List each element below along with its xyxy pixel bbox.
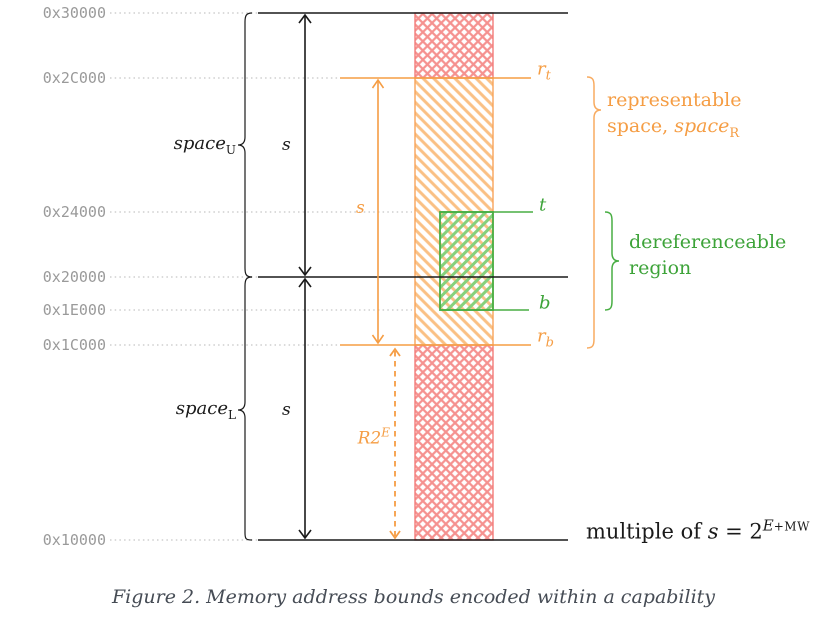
representable-bound-lines: [340, 77, 531, 346]
address-label-0x1E000: 0x1E000: [42, 301, 106, 319]
address-label-0x20000: 0x20000: [42, 268, 106, 286]
bottom-bound-label: b: [539, 292, 551, 314]
dereferenceable-region-box: [439, 211, 494, 311]
top-bound-label: t: [539, 194, 547, 216]
dereferenceable-legend-line1: dereferenceable: [629, 231, 787, 253]
address-label-0x10000: 0x10000: [42, 531, 106, 549]
space-upper-label: spaceU: [150, 133, 236, 157]
space-lower-base: space: [175, 398, 229, 420]
s-upper-label: s: [282, 135, 291, 155]
memory-bounds-diagram: [110, 12, 620, 541]
space-upper-brace: [237, 12, 253, 278]
space-lower-label: spaceL: [150, 398, 236, 422]
r-top-label: rt: [537, 59, 551, 84]
space-upper-sub: U: [225, 142, 236, 157]
unrepresentable-region-upper: [414, 12, 494, 79]
address-lines: [258, 12, 568, 541]
r-top-base: r: [537, 58, 546, 80]
multiple-of-label: multiple of s = 2E+MW: [586, 517, 810, 544]
space-upper-base: space: [173, 133, 226, 155]
representable-space-legend: representable space, spaceR: [607, 87, 742, 147]
space-braces: [237, 12, 253, 541]
r2e-offset-arrow: [389, 347, 401, 540]
dereferenceable-legend-line2: region: [629, 257, 692, 279]
multiple-var-s: s: [707, 519, 719, 544]
address-label-0x1C000: 0x1C000: [42, 336, 106, 354]
multiple-exponent: E+MW: [763, 517, 810, 535]
multiple-eq: = 2: [725, 519, 763, 544]
unrepresentable-region-lower: [414, 344, 494, 541]
r2e-offset-label: R2E: [322, 426, 390, 449]
dereferenceable-region-brace: [604, 211, 620, 311]
dereferenceable-bound-lines: [440, 211, 533, 311]
r-bottom-sub: b: [545, 335, 554, 351]
representable-legend-sub: R: [729, 125, 740, 141]
space-lower-sub: L: [228, 407, 236, 422]
r-bottom-label: rb: [537, 326, 554, 351]
representable-legend-prefix: space,: [607, 115, 669, 137]
address-label-0x30000: 0x30000: [42, 4, 106, 22]
address-label-0x2C000: 0x2C000: [42, 69, 106, 87]
representable-legend-line2: space, spaceR: [607, 113, 742, 147]
r-bottom-base: r: [537, 325, 546, 347]
r2e-exponent: E: [381, 425, 390, 440]
exponent-mw: +MW: [773, 519, 810, 534]
s-lower-label: s: [282, 400, 291, 420]
dotted-leader-lines: [110, 12, 412, 541]
representable-legend-line1: representable: [607, 89, 742, 111]
r-top-sub: t: [545, 68, 551, 84]
address-label-0x24000: 0x24000: [42, 203, 106, 221]
representable-legend-var: space: [674, 115, 730, 137]
r2e-base: R2: [357, 428, 382, 449]
exponent-e: E: [762, 516, 774, 535]
representable-space-brace: [586, 76, 602, 349]
representable-span-arrow: [371, 78, 385, 345]
figure-caption: Figure 2. Memory address bounds encoded …: [111, 586, 716, 608]
s-span-arrows: [298, 13, 312, 540]
space-lower-brace: [237, 276, 253, 541]
s-span-label: s: [356, 198, 365, 218]
multiple-prefix: multiple of: [586, 519, 701, 544]
dereferenceable-region-legend: dereferenceable region: [629, 229, 786, 281]
